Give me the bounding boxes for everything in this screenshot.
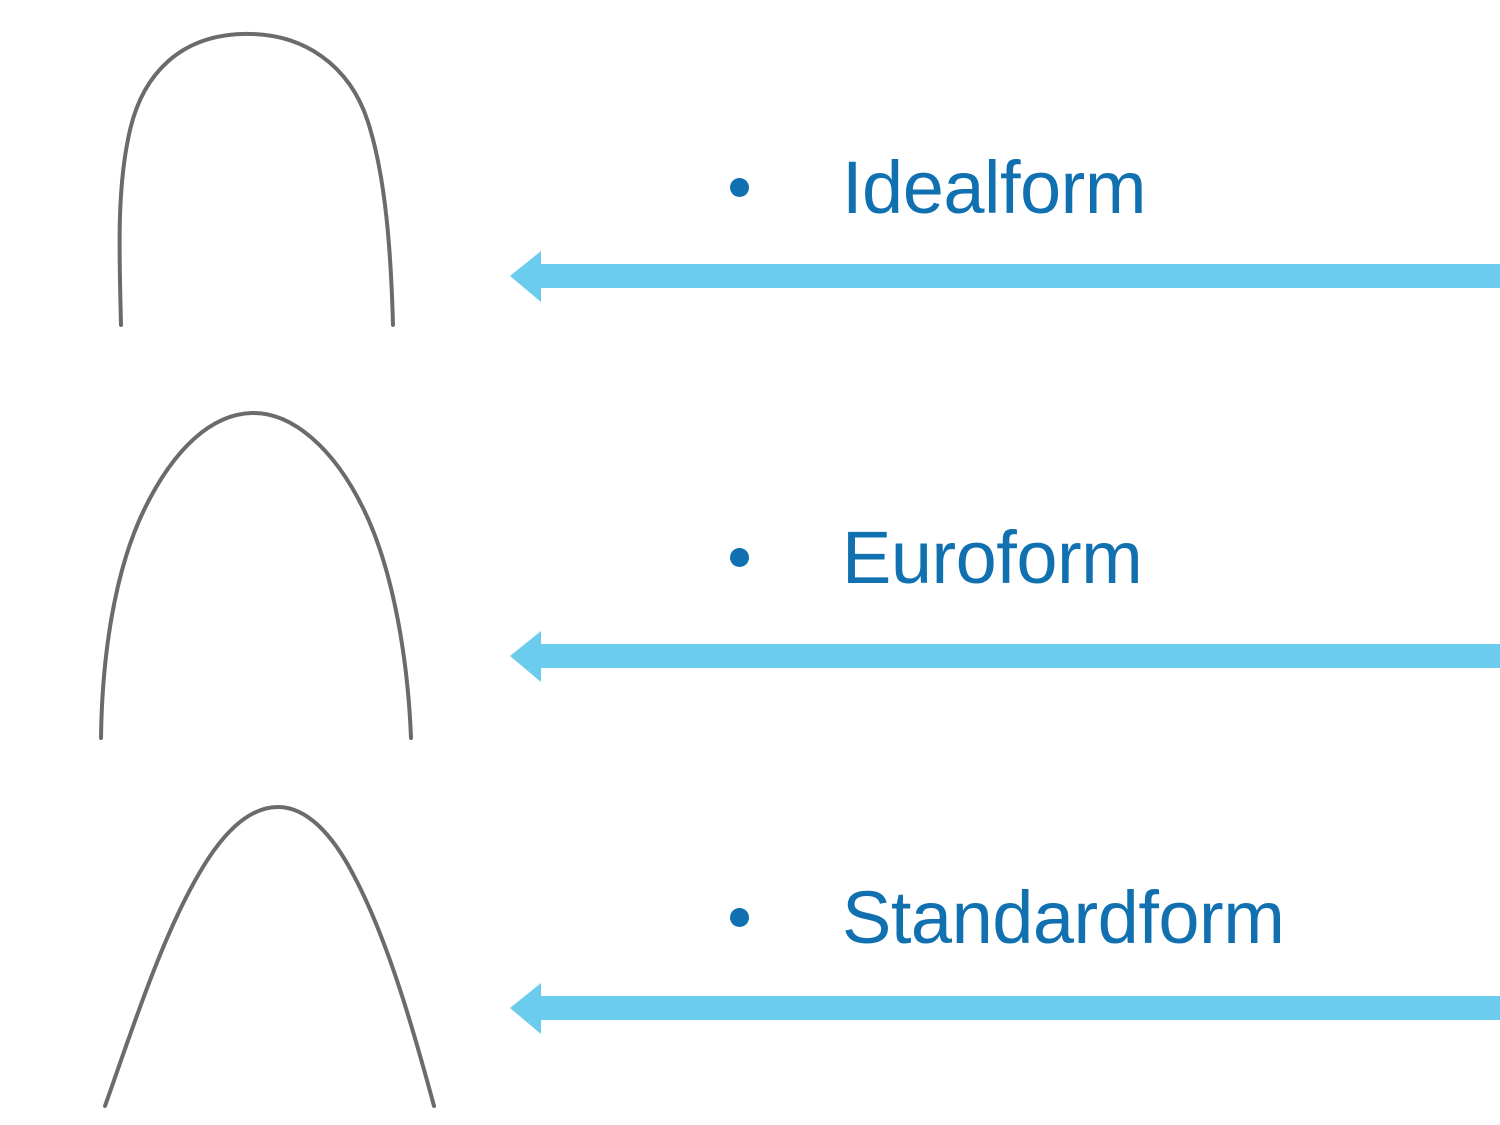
label-idealform: Idealform	[842, 146, 1146, 229]
dental-arch-standardform	[92, 788, 447, 1118]
list-item-idealform[interactable]: Idealform	[730, 150, 1146, 225]
dental-arch-euroform	[92, 400, 432, 748]
arrow-left-icon	[510, 251, 1500, 302]
bullet-dot-icon	[730, 178, 749, 198]
bullet-dot-icon	[730, 548, 749, 568]
label-euroform: Euroform	[842, 516, 1143, 599]
bullet-dot-icon	[730, 908, 749, 928]
left-arrow-euroform	[510, 628, 1500, 684]
left-arrow-standardform	[510, 980, 1500, 1036]
list-item-euroform[interactable]: Euroform	[730, 516, 1143, 599]
arrow-left-icon	[510, 631, 1500, 682]
arrow-left-icon	[510, 983, 1500, 1034]
label-standardform: Standardform	[842, 876, 1285, 959]
list-item-standardform[interactable]: Standardform	[730, 876, 1285, 959]
left-arrow-idealform	[510, 248, 1500, 304]
dental-arch-idealform	[100, 18, 440, 338]
